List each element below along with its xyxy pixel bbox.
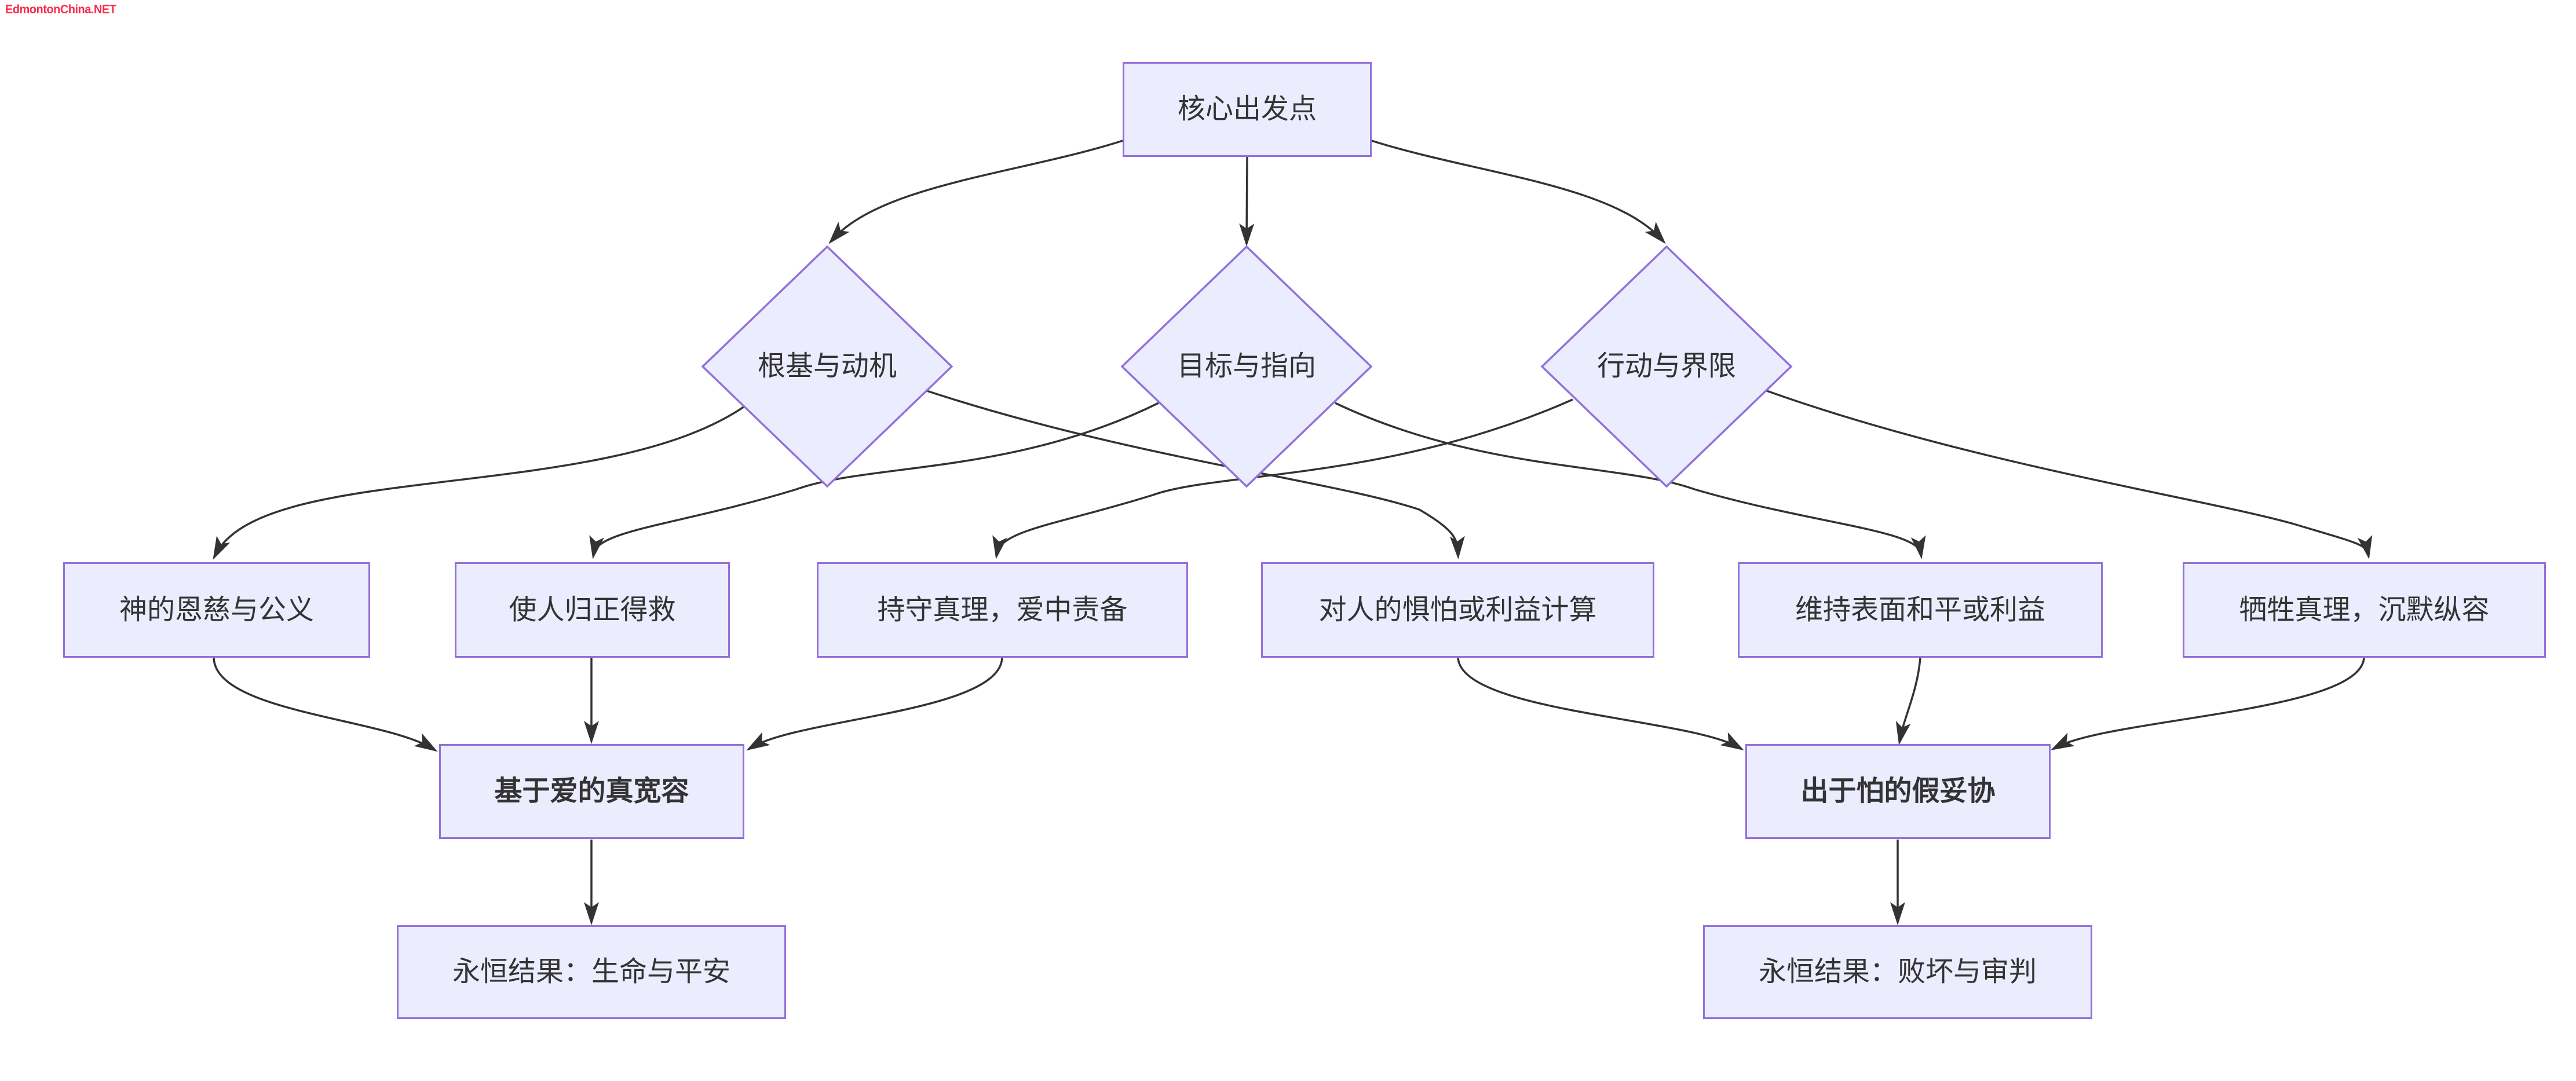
edge-core-foundation <box>828 140 1123 244</box>
edge-foundation-fear-calc <box>926 390 1465 559</box>
node-true-tolerance-label: 基于爱的真宽容 <box>494 776 689 807</box>
edge-goal-salvation <box>589 402 1159 559</box>
node-sacrifice-truth: 牺牲真理，沉默纵容 <box>2183 562 2546 658</box>
node-goal: 目标与指向 <box>1122 332 1371 401</box>
node-foundation-shape <box>701 245 953 488</box>
node-core: 核心出发点 <box>1123 62 1372 157</box>
node-fear-calc-label: 对人的惧怕或利益计算 <box>1318 594 1597 625</box>
edge-goal-surface-peace <box>1335 402 1926 559</box>
node-grace: 神的恩慈与公义 <box>63 562 370 658</box>
node-result-judgment-label: 永恒结果：败坏与审判 <box>1758 957 2037 988</box>
node-true-tolerance: 基于爱的真宽容 <box>439 744 744 839</box>
node-false-compromise-label: 出于怕的假妥协 <box>1800 776 1996 807</box>
node-foundation: 根基与动机 <box>703 332 952 401</box>
node-foundation-label: 根基与动机 <box>757 351 897 382</box>
edge-truth-rebuke-true-tolerance <box>746 657 1003 751</box>
edge-foundation-grace <box>213 405 745 560</box>
node-action-shape <box>1540 245 1793 488</box>
edge-core-action <box>1371 140 1666 244</box>
edge-grace-true-tolerance <box>213 657 438 752</box>
node-salvation-label: 使人归正得救 <box>509 594 676 625</box>
node-truth-rebuke: 持守真理，爱中责备 <box>817 562 1188 658</box>
node-surface-peace-label: 维持表面和平或利益 <box>1795 594 2045 625</box>
node-core-label: 核心出发点 <box>1177 94 1317 125</box>
watermark: EdmontonChina.NET <box>5 3 116 16</box>
edge-action-sacrifice-truth <box>1766 390 2373 559</box>
node-goal-label: 目标与指向 <box>1176 351 1316 382</box>
edge-surface-peace-false-compromise <box>1895 657 1921 745</box>
edge-fear-calc-false-compromise <box>1457 657 1744 751</box>
node-sacrifice-truth-label: 牺牲真理，沉默纵容 <box>2239 594 2490 625</box>
node-false-compromise: 出于怕的假妥协 <box>1745 744 2051 839</box>
node-truth-rebuke-label: 持守真理，爱中责备 <box>877 594 1128 625</box>
node-action-label: 行动与界限 <box>1596 351 1736 382</box>
node-surface-peace: 维持表面和平或利益 <box>1738 562 2103 658</box>
node-grace-label: 神的恩慈与公义 <box>119 594 314 625</box>
edge-action-truth-rebuke <box>992 398 1573 559</box>
edge-sacrifice-truth-false-compromise <box>2051 657 2365 750</box>
node-goal-shape <box>1120 245 1373 488</box>
node-action: 行动与界限 <box>1542 332 1791 401</box>
node-fear-calc: 对人的惧怕或利益计算 <box>1261 562 1654 658</box>
node-result-life-label: 永恒结果：生命与平安 <box>452 957 730 988</box>
node-salvation: 使人归正得救 <box>455 562 730 658</box>
node-result-life: 永恒结果：生命与平安 <box>397 925 786 1019</box>
node-result-judgment: 永恒结果：败坏与审判 <box>1703 925 2092 1019</box>
